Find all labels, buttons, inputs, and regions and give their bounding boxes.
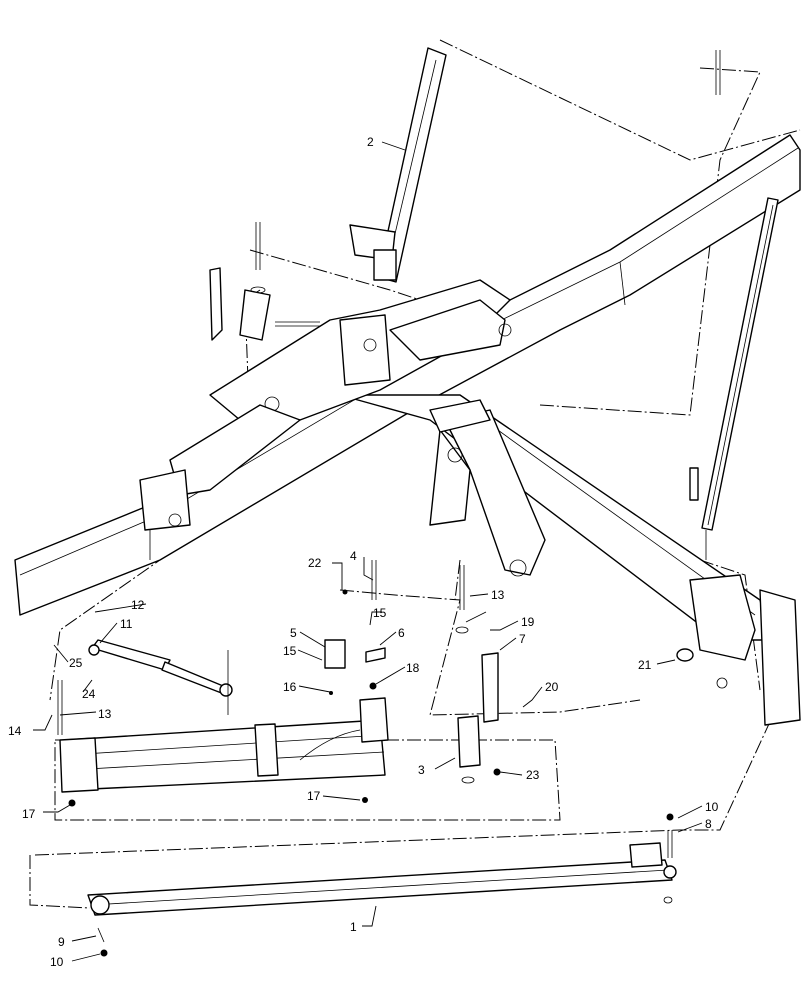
callout-5: 5: [290, 626, 297, 640]
callout-8: 8: [705, 817, 712, 831]
callout-3: 3: [418, 763, 425, 777]
wheel-arm: [429, 399, 546, 577]
callout-18: 18: [406, 661, 420, 675]
mast-part-2: [349, 47, 721, 283]
cylinder-part-11: [88, 639, 233, 715]
callout-17-mid: 17: [307, 789, 321, 803]
callout-10-right: 10: [705, 800, 719, 814]
callout-23: 24: [82, 687, 96, 701]
callout-21-top: 22: [308, 556, 322, 570]
callout-labels: 2 4 22 12 11 25 24 13 14 17 17 5 15 16 1…: [8, 135, 719, 969]
callout-21-bottom: 23: [526, 768, 540, 782]
mast-hardware: [209, 222, 320, 341]
diagonal-brace: [689, 197, 779, 560]
callout-15-left: 15: [283, 644, 297, 658]
callout-1: 1: [350, 920, 357, 934]
phantom-outlines: [19, 39, 801, 909]
callout-20: 20: [545, 680, 559, 694]
bracket-group: [324, 560, 499, 784]
callout-9: 9: [58, 935, 65, 949]
callout-19: 19: [521, 615, 535, 629]
callout-7: 7: [519, 632, 526, 646]
callout-13-right: 13: [491, 588, 505, 602]
callout-16: 16: [283, 680, 297, 694]
callout-12: 12: [131, 598, 145, 612]
callout-2: 2: [367, 135, 374, 149]
end-bracket: [689, 574, 801, 726]
callout-11: 11: [120, 617, 133, 631]
callout-10-left: 10: [50, 955, 64, 969]
callout-4: 4: [350, 549, 357, 563]
callout-15-right: 15: [373, 606, 387, 620]
lower-frame: [57, 680, 389, 793]
callout-17-left: 17: [22, 807, 36, 821]
callout-24: 25: [69, 656, 83, 670]
hitch-frame: [139, 279, 512, 531]
callout-22: 21: [638, 658, 652, 672]
hardware-dots: [68, 589, 694, 957]
long-bar-part-1: [87, 830, 677, 943]
callout-13-left: 13: [98, 707, 112, 721]
callout-14: 14: [8, 724, 22, 738]
callout-6: 6: [398, 626, 405, 640]
callout-leaders: [33, 141, 703, 962]
